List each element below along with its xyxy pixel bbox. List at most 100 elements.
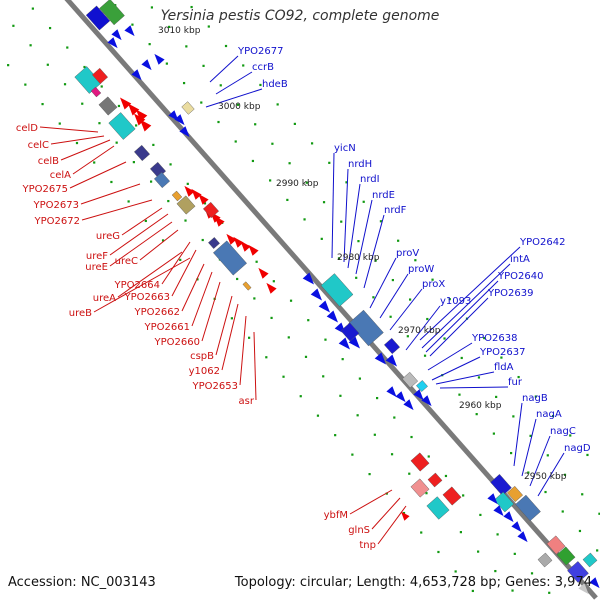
reverse-gene-arrow: [128, 103, 140, 116]
tick-dot: [551, 414, 555, 418]
tick-dot: [190, 5, 193, 9]
forward-gene-arrow: [589, 577, 600, 589]
gene-label-flda: fldA: [494, 362, 514, 373]
tick-dot: [431, 278, 434, 281]
tick-dot: [135, 124, 138, 127]
feature-box: [348, 309, 384, 347]
tick-dot: [475, 413, 478, 416]
feature-box: [383, 337, 401, 355]
forward-gene-arrow: [413, 389, 424, 401]
gene-label-ccrb: ccrB: [252, 62, 274, 73]
gene-label-glns: glnS: [348, 525, 370, 536]
tick-dot: [48, 26, 52, 30]
position-label: 2950 kbp: [524, 472, 567, 482]
forward-gene-arrow: [326, 310, 338, 323]
tick-dot: [402, 511, 406, 515]
reverse-gene-arrow: [154, 53, 165, 65]
gene-label-ypo2640: YPO2640: [497, 271, 543, 282]
tick-dot: [282, 375, 285, 378]
gene-label-prov: proV: [396, 248, 419, 259]
tick-dot: [224, 44, 228, 48]
feature-box: [546, 535, 566, 555]
tick-dot: [203, 202, 207, 205]
gene-label-ypo2638: YPO2638: [471, 333, 517, 344]
gene-label-celd: celD: [16, 123, 38, 134]
position-label: 2980 kbp: [337, 253, 380, 263]
gene-label-ypo2660: YPO2660: [154, 337, 200, 348]
leader-line: [93, 257, 191, 313]
gene-label-hdeb: hdeB: [262, 79, 288, 90]
tick-dot: [471, 589, 474, 593]
tick-dot: [358, 377, 361, 380]
feature-box: [171, 190, 183, 202]
gene-label-prow: proW: [408, 264, 434, 275]
tick-dot: [598, 512, 600, 515]
tick-dot: [462, 494, 465, 497]
accession-label: Accession: NC_003143: [8, 575, 156, 590]
leader-line: [421, 263, 511, 349]
tick-dot: [578, 529, 582, 533]
reverse-gene-arrow: [140, 119, 152, 132]
leader-line: [60, 139, 111, 161]
tick-dot: [93, 161, 96, 164]
tick-dot: [351, 453, 354, 456]
tick-dot: [276, 103, 279, 106]
feature-box: [176, 195, 196, 215]
tick-dot: [98, 122, 101, 125]
tick-dot: [167, 199, 170, 203]
tick-dot: [492, 432, 495, 435]
feature-box: [85, 5, 111, 31]
feature-box: [202, 201, 220, 219]
tick-dot: [150, 6, 154, 9]
tick-dot: [357, 240, 360, 243]
tick-dot: [423, 354, 427, 357]
reverse-gene-arrow: [266, 282, 277, 294]
tick-dot: [41, 102, 44, 106]
gene-label-nagd: nagD: [564, 443, 591, 454]
leader-line: [363, 214, 385, 289]
gene-label-nagc: nagC: [550, 426, 576, 437]
gene-features: [74, 0, 600, 595]
tick-dot: [379, 220, 383, 223]
feature-box: [213, 240, 247, 276]
position-label: 3010 kbp: [158, 26, 201, 36]
tick-dot: [390, 453, 394, 456]
leader-line: [369, 257, 397, 309]
gene-label-ypo2672: YPO2672: [34, 216, 80, 227]
tick-dot: [286, 198, 289, 202]
tick-dot: [391, 278, 394, 282]
forward-gene-arrow: [310, 288, 322, 301]
tick-dot: [425, 492, 428, 495]
feature-box: [537, 552, 553, 568]
tick-dot: [234, 140, 237, 143]
forward-gene-arrow: [131, 69, 142, 81]
leader-line: [171, 249, 197, 297]
leader-line: [161, 241, 191, 285]
tick-dot: [100, 85, 103, 88]
gene-label-uree: ureE: [85, 262, 108, 273]
feature-box: [416, 380, 428, 392]
tick-dot: [355, 276, 358, 279]
tick-dots: [7, 4, 600, 594]
tick-dot: [426, 317, 429, 321]
forward-gene-arrow: [487, 493, 498, 505]
reverse-gene-arrow: [214, 215, 225, 227]
reverse-gene-arrow: [258, 267, 269, 279]
tick-dot: [305, 181, 308, 184]
tick-dot: [217, 120, 220, 124]
forward-gene-arrow: [107, 37, 118, 49]
forward-gene-arrow: [348, 336, 360, 349]
tick-dot: [131, 23, 134, 26]
tick-dot: [179, 258, 182, 261]
gene-label-ybfm: ybfM: [324, 510, 348, 521]
forward-gene-arrow: [503, 511, 514, 523]
tick-dot: [304, 355, 308, 358]
tick-dot: [207, 25, 210, 28]
feature-box: [91, 67, 109, 85]
feature-box: [181, 101, 195, 115]
tick-dot: [115, 141, 118, 144]
tick-dot: [322, 375, 325, 378]
feature-box: [153, 171, 171, 189]
feature-box: [426, 496, 450, 520]
reverse-gene-arrow: [401, 511, 410, 521]
